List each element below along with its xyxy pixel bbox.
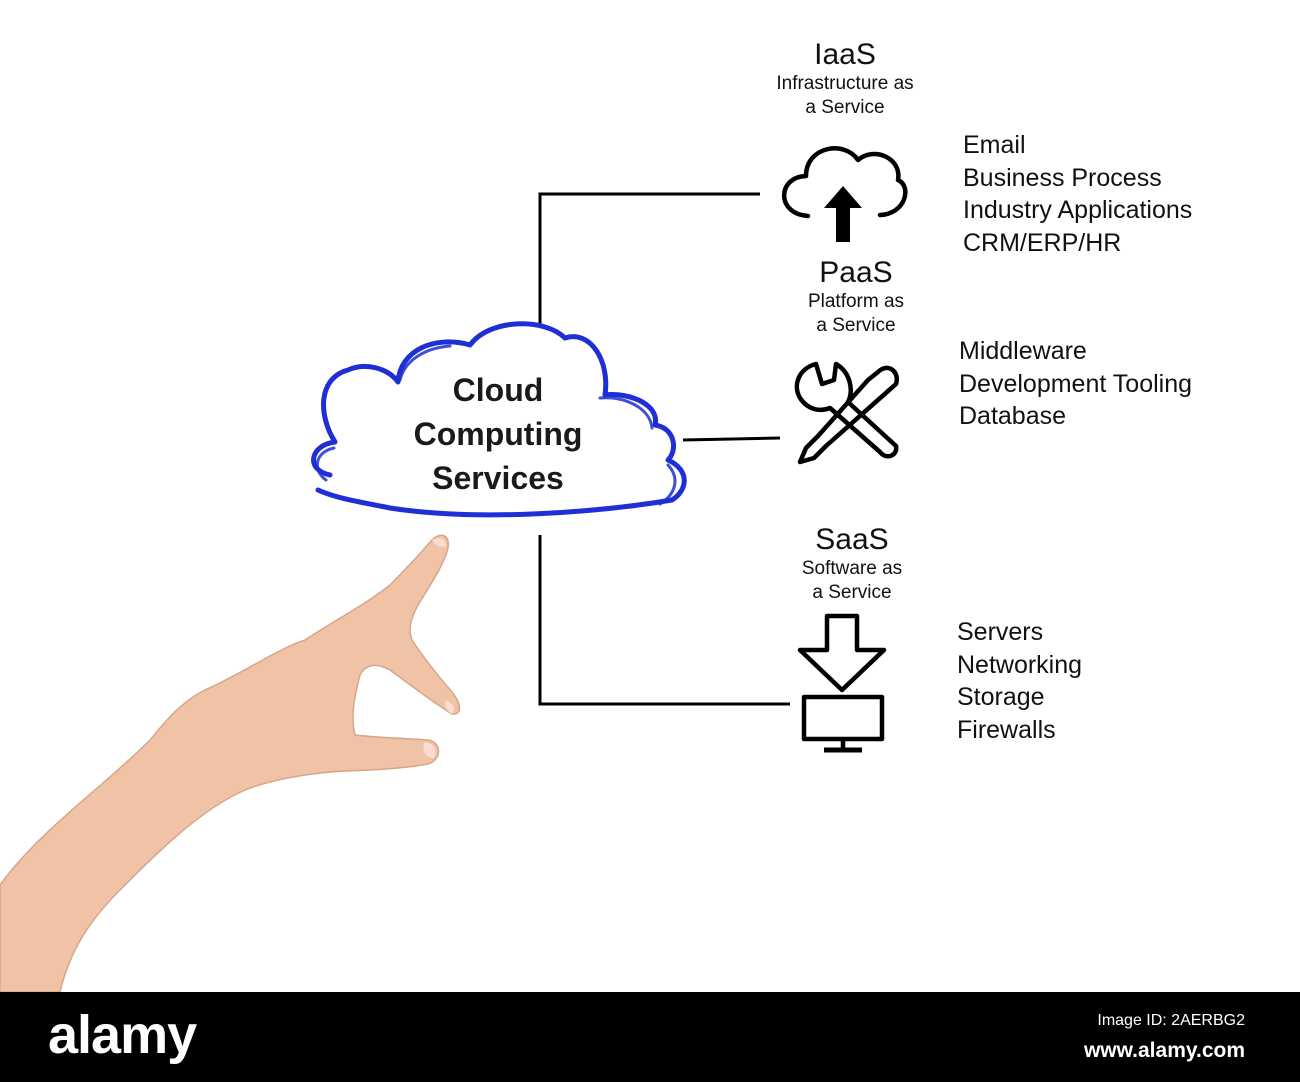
list-item: Database — [959, 402, 1067, 430]
download-monitor-icon — [797, 613, 887, 753]
saas-subtitle-line-2: a Service — [812, 582, 892, 603]
pointing-hand — [0, 534, 461, 992]
paas-subtitle-line-2: a Service — [816, 315, 896, 336]
paas-title: PaaS — [819, 256, 893, 289]
connector-paas — [682, 436, 781, 442]
wrench-screwdriver-icon — [794, 361, 900, 465]
diagram-canvas — [0, 146, 908, 992]
list-item: Servers — [957, 618, 1044, 646]
image-id: Image ID: 2AERBG2 — [1097, 1012, 1245, 1029]
paas-subtitle-line-1: Platform as — [807, 291, 905, 312]
list-item: CRM/ERP/HR — [963, 228, 1122, 257]
saas-items: Servers Networking Storage Firewalls — [957, 616, 1082, 746]
iaas-subtitle-line-1: Infrastructure as — [776, 73, 914, 94]
paas-items: Middleware Development Tooling Database — [959, 335, 1192, 433]
site-url: www.alamy.com — [1083, 1039, 1245, 1062]
iaas-heading: IaaS Infrastructure as a Service — [745, 38, 945, 120]
alamy-logo: alamy — [48, 1005, 197, 1065]
cloud-upload-icon — [781, 146, 908, 242]
watermark-footer: alamy Image ID: 2AERBG2 www.alamy.com — [0, 992, 1300, 1082]
saas-title: SaaS — [815, 523, 889, 556]
iaas-items: Email Business Process Industry Applicat… — [963, 129, 1192, 259]
list-item: Middleware — [959, 337, 1087, 365]
central-cloud — [311, 321, 687, 518]
connector-saas — [538, 535, 790, 706]
list-item: Business Process — [963, 163, 1162, 192]
list-item: Firewalls — [957, 715, 1056, 744]
list-item: Industry Applications — [963, 196, 1193, 224]
paas-heading: PaaS Platform as a Service — [756, 256, 956, 338]
connector-iaas — [538, 192, 760, 327]
list-item: Storage — [957, 683, 1045, 711]
list-item: Development Tooling — [959, 369, 1193, 398]
saas-heading: SaaS Software as a Service — [752, 523, 952, 605]
connector-lines — [538, 192, 790, 706]
saas-subtitle-line-1: Software as — [801, 558, 903, 579]
central-cloud-label: Cloud Computing Services — [413, 372, 583, 496]
iaas-subtitle-line-2: a Service — [805, 97, 885, 118]
list-item: Networking — [957, 650, 1083, 679]
iaas-title: IaaS — [814, 38, 876, 71]
list-item: Email — [963, 131, 1026, 159]
